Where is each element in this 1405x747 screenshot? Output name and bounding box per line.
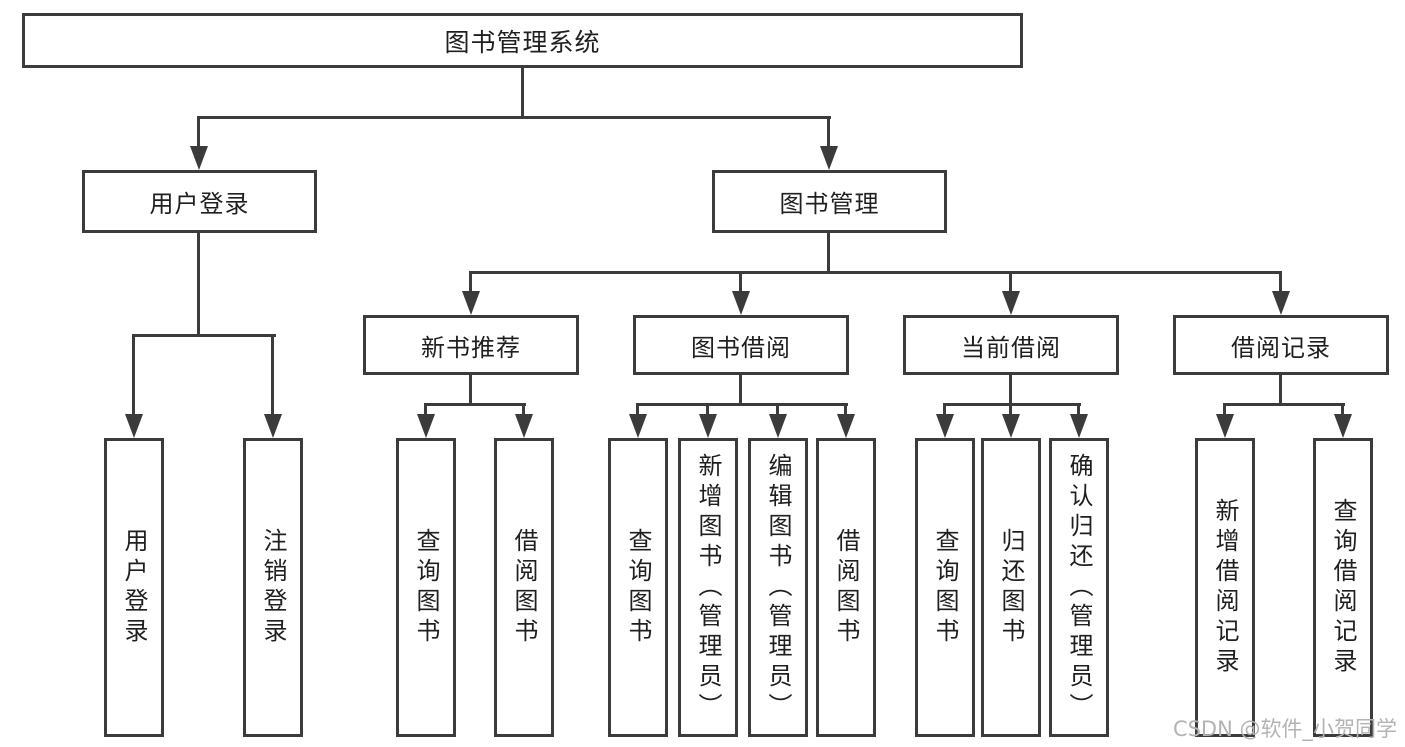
arrow-down-icon bbox=[1002, 291, 1020, 315]
connector-newbooks-stem bbox=[469, 375, 472, 406]
connector-currentborrow-drop-3 bbox=[1077, 403, 1080, 417]
arrow-down-icon bbox=[1070, 414, 1088, 438]
leaf-records-query-record: 查询借阅记录 bbox=[1313, 438, 1373, 737]
leaf-borrow-query-book: 查询图书 bbox=[608, 438, 668, 737]
arrow-down-icon bbox=[264, 414, 282, 438]
connector-records-crossbar bbox=[1223, 403, 1345, 406]
arrow-down-icon bbox=[699, 414, 717, 438]
connector-bookborrow-drop-4 bbox=[844, 403, 847, 417]
connector-newbooks-drop-2 bbox=[522, 403, 525, 417]
connector-currentborrow-crossbar bbox=[943, 403, 1081, 406]
connector-userlogin-drop-2 bbox=[271, 334, 274, 416]
connector-bookmgmt-drop-4 bbox=[1279, 271, 1282, 294]
leaf-newbooks-query-book: 查询图书 bbox=[396, 438, 456, 737]
arrow-down-icon bbox=[1002, 414, 1020, 438]
connector-currentborrow-drop-2 bbox=[1009, 403, 1012, 417]
arrow-down-icon bbox=[417, 414, 435, 438]
leaf-borrow-edit-book-admin-label: 编辑图书（管理员） bbox=[764, 452, 792, 723]
leaf-newbooks-borrow-book: 借阅图书 bbox=[494, 438, 554, 737]
connector-currentborrow-stem bbox=[1009, 375, 1012, 406]
leaf-borrow-add-book-admin-label: 新增图书（管理员） bbox=[694, 452, 722, 723]
arrow-down-icon bbox=[629, 414, 647, 438]
leaf-borrow-add-book-admin: 新增图书（管理员） bbox=[678, 438, 738, 737]
arrow-down-icon bbox=[936, 414, 954, 438]
connector-bookmgmt-drop-1 bbox=[469, 271, 472, 294]
arrow-down-icon bbox=[190, 146, 208, 170]
node-book-borrow-label: 图书借阅 bbox=[691, 333, 791, 362]
node-book-management-label: 图书管理 bbox=[779, 190, 880, 218]
arrow-down-icon bbox=[732, 291, 750, 315]
connector-bookborrow-drop-2 bbox=[706, 403, 709, 417]
connector-newbooks-drop-1 bbox=[424, 403, 427, 417]
connector-bookborrow-stem bbox=[739, 375, 742, 406]
leaf-records-add-record: 新增借阅记录 bbox=[1195, 438, 1255, 737]
arrow-down-icon bbox=[820, 146, 838, 170]
leaf-records-add-record-label: 新增借阅记录 bbox=[1211, 497, 1239, 678]
leaf-borrow-borrow-book: 借阅图书 bbox=[816, 438, 876, 737]
node-book-borrow: 图书借阅 bbox=[633, 315, 849, 375]
connector-bookborrow-drop-1 bbox=[636, 403, 639, 417]
arrow-down-icon bbox=[462, 291, 480, 315]
connector-records-stem bbox=[1279, 375, 1282, 406]
leaf-records-query-record-label: 查询借阅记录 bbox=[1329, 497, 1357, 678]
connector-root-right-drop bbox=[827, 116, 830, 149]
leaf-logout: 注销登录 bbox=[243, 438, 303, 737]
connector-bookborrow-drop-3 bbox=[776, 403, 779, 417]
arrow-down-icon bbox=[769, 414, 787, 438]
connector-root-left-drop bbox=[197, 116, 200, 149]
leaf-user-login-label: 用户登录 bbox=[120, 527, 148, 648]
leaf-borrow-borrow-book-label: 借阅图书 bbox=[832, 527, 860, 648]
node-current-borrow: 当前借阅 bbox=[903, 315, 1119, 375]
connector-bookmgmt-crossbar bbox=[469, 271, 1282, 274]
node-borrow-records: 借阅记录 bbox=[1173, 315, 1389, 375]
node-book-management: 图书管理 bbox=[712, 170, 947, 233]
node-user-login-label: 用户登录 bbox=[149, 190, 250, 218]
leaf-newbooks-query-book-label: 查询图书 bbox=[412, 527, 440, 648]
arrow-down-icon bbox=[1216, 414, 1234, 438]
connector-currentborrow-drop-1 bbox=[943, 403, 946, 417]
connector-bookmgmt-drop-2 bbox=[739, 271, 742, 294]
node-library-system: 图书管理系统 bbox=[22, 13, 1023, 68]
leaf-current-confirm-return-admin-label: 确认归还（管理员） bbox=[1065, 452, 1093, 723]
leaf-borrow-edit-book-admin: 编辑图书（管理员） bbox=[748, 438, 808, 737]
arrow-down-icon bbox=[515, 414, 533, 438]
node-user-login: 用户登录 bbox=[82, 170, 317, 233]
connector-bookmgmt-stem bbox=[827, 233, 830, 274]
node-library-system-label: 图书管理系统 bbox=[444, 27, 601, 57]
leaf-borrow-query-book-label: 查询图书 bbox=[624, 527, 652, 648]
node-current-borrow-label: 当前借阅 bbox=[961, 333, 1061, 362]
connector-records-drop-2 bbox=[1341, 403, 1344, 417]
node-new-book-recommend-label: 新书推荐 bbox=[421, 333, 521, 362]
leaf-current-return-book-label: 归还图书 bbox=[997, 527, 1025, 648]
connector-newbooks-crossbar bbox=[424, 403, 526, 406]
leaf-newbooks-borrow-book-label: 借阅图书 bbox=[510, 527, 538, 648]
connector-userlogin-drop-1 bbox=[132, 334, 135, 416]
arrow-down-icon bbox=[837, 414, 855, 438]
connector-root-stem bbox=[521, 68, 524, 118]
leaf-current-query-book-label: 查询图书 bbox=[931, 527, 959, 648]
connector-bookborrow-crossbar bbox=[636, 403, 848, 406]
connector-bookmgmt-drop-3 bbox=[1009, 271, 1012, 294]
leaf-current-confirm-return-admin: 确认归还（管理员） bbox=[1049, 438, 1109, 737]
node-new-book-recommend: 新书推荐 bbox=[363, 315, 579, 375]
leaf-logout-label: 注销登录 bbox=[259, 527, 287, 648]
leaf-current-query-book: 查询图书 bbox=[915, 438, 975, 737]
watermark: CSDN @软件_小贺同学 bbox=[1172, 717, 1397, 741]
connector-root-crossbar bbox=[197, 116, 831, 119]
arrow-down-icon bbox=[1272, 291, 1290, 315]
leaf-current-return-book: 归还图书 bbox=[981, 438, 1041, 737]
arrow-down-icon bbox=[1334, 414, 1352, 438]
connector-userlogin-stem bbox=[197, 233, 200, 337]
arrow-down-icon bbox=[125, 414, 143, 438]
leaf-user-login: 用户登录 bbox=[104, 438, 164, 737]
connector-userlogin-crossbar bbox=[132, 334, 276, 337]
connector-records-drop-1 bbox=[1223, 403, 1226, 417]
node-borrow-records-label: 借阅记录 bbox=[1231, 333, 1331, 362]
